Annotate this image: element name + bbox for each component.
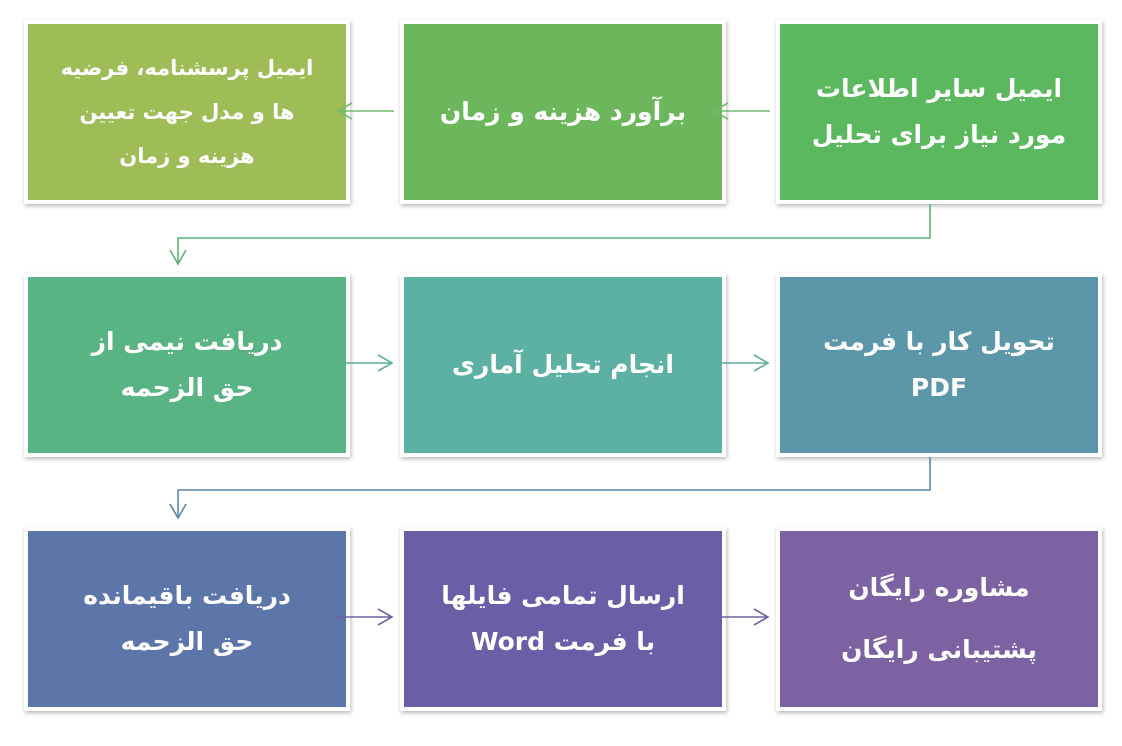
step-line: با فرمت Word: [470, 627, 656, 656]
step-line: تحویل کار با فرمت: [823, 327, 1055, 356]
step-receive-half-fee: دریافت نیمی از حق الزحمه: [24, 273, 350, 457]
step-line: ایمیل پرسشنامه، فرضیه: [60, 56, 314, 80]
step-line: حق الزحمه: [120, 627, 254, 656]
step-line: برآورد هزینه و زمان: [439, 97, 687, 126]
step-line: دریافت باقیمانده: [83, 581, 291, 610]
step-email-other-info: ایمیل سایر اطلاعات مورد نیاز برای تحلیل: [776, 20, 1102, 204]
step-line: ایمیل سایر اطلاعات: [815, 74, 1063, 103]
arrow-row1-b: [336, 102, 394, 120]
arrow-turn-2: [169, 457, 931, 520]
step-line: ارسال تمامی فایلها: [441, 581, 685, 610]
step-deliver-pdf: تحویل کار با فرمت PDF: [776, 273, 1102, 457]
arrow-row3-b: [710, 608, 770, 626]
step-line: دریافت نیمی از: [91, 327, 283, 356]
step-send-word-files: ارسال تمامی فایلها با فرمت Word: [400, 527, 726, 711]
step-statistical-analysis: انجام تحلیل آماری: [400, 273, 726, 457]
step-line: هزینه و زمان: [119, 144, 255, 168]
step-email-questionnaire: ایمیل پرسشنامه، فرضیه ها و مدل جهت تعیین…: [24, 20, 350, 204]
step-free-consult-support: مشاوره رایگان پشتیبانی رایگان: [776, 527, 1102, 711]
step-line: حق الزحمه: [120, 373, 254, 402]
step-line: انجام تحلیل آماری: [452, 350, 674, 379]
arrow-row2-b: [710, 354, 770, 372]
step-cost-time-estimate: برآورد هزینه و زمان: [400, 20, 726, 204]
step-line: پشتیبانی رایگان: [841, 635, 1037, 664]
arrow-turn-1: [169, 204, 931, 266]
arrow-row3-a: [334, 608, 394, 626]
step-receive-remaining-fee: دریافت باقیمانده حق الزحمه: [24, 527, 350, 711]
arrow-row1-a: [712, 102, 770, 120]
step-line: PDF: [910, 373, 968, 402]
step-line: مشاوره رایگان: [848, 573, 1030, 602]
arrow-row2-a: [334, 354, 394, 372]
step-line: مورد نیاز برای تحلیل: [811, 120, 1067, 149]
step-line: ها و مدل جهت تعیین: [79, 100, 295, 124]
